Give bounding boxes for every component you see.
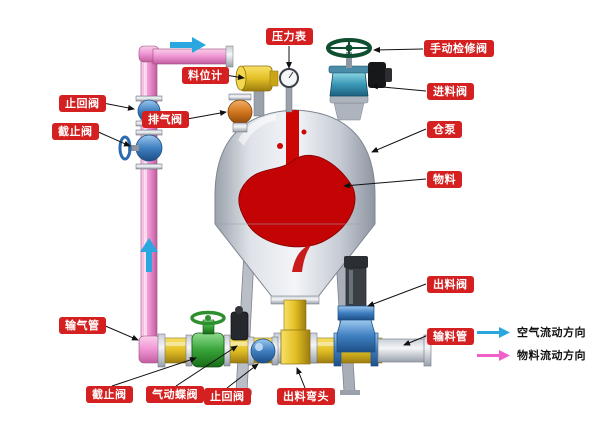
label-pneumatic-butterfly-valve: 气动蝶阀 xyxy=(146,386,204,403)
material-flow-legend-arrow-icon xyxy=(477,349,510,361)
label-feed-valve: 进料阀 xyxy=(427,83,474,100)
manual-maintenance-handwheel xyxy=(326,38,372,58)
pressure-gauge-dial xyxy=(279,68,299,113)
air-flow-arrow-top xyxy=(170,37,206,53)
label-material: 物料 xyxy=(427,171,462,188)
air-flow-legend-arrow-icon xyxy=(477,326,510,338)
stop-valve-handwheel-green xyxy=(190,310,226,326)
upper-stop-valve xyxy=(118,129,163,170)
label-discharge-valve: 出料阀 xyxy=(427,276,474,293)
legend-air-flow-text: 空气流动方向 xyxy=(517,326,586,339)
air-flow-arrow-up xyxy=(140,238,158,272)
feed-valve-assembly xyxy=(326,38,392,121)
gas-pipe-vertical xyxy=(138,45,234,364)
label-stop-valve-upper: 截止阀 xyxy=(52,123,99,140)
discharge-valve-assembly xyxy=(333,256,379,367)
discharge-valve-body xyxy=(336,319,376,353)
label-check-valve-upper: 止回阀 xyxy=(59,95,106,112)
discharge-elbow-tee xyxy=(273,329,318,365)
conveying-pipe-segment xyxy=(377,334,432,367)
label-check-valve-lower: 止回阀 xyxy=(204,388,251,405)
pneumatic-butterfly-actuator xyxy=(230,306,249,341)
label-discharge-elbow: 出料弯头 xyxy=(277,388,335,405)
lower-check-valve xyxy=(247,336,279,366)
feed-valve-body xyxy=(329,71,369,97)
legend-air-flow: 空气流动方向 xyxy=(477,324,586,340)
flow-arrows xyxy=(140,37,206,272)
label-pressure-gauge: 压力表 xyxy=(266,28,313,45)
legend-material-flow-text: 物料流动方向 xyxy=(517,349,586,362)
exhaust-valve-body xyxy=(227,93,253,133)
label-stop-valve-lower: 截止阀 xyxy=(86,386,133,403)
label-level-indicator: 料位计 xyxy=(182,67,229,84)
callout-lines xyxy=(95,46,427,389)
legend-material-flow: 物料流动方向 xyxy=(477,347,586,363)
label-exhaust-valve: 排气阀 xyxy=(142,111,189,128)
stop-valve-handwheel xyxy=(118,135,132,161)
label-manual-maintenance-valve: 手动检修阀 xyxy=(424,40,494,57)
label-conveying-pipe: 输料管 xyxy=(427,328,474,345)
feed-valve-actuator xyxy=(368,62,386,88)
label-bin-pump: 仓泵 xyxy=(427,121,462,138)
lower-stop-valve xyxy=(185,310,231,368)
label-gas-pipe: 输气管 xyxy=(59,317,106,334)
